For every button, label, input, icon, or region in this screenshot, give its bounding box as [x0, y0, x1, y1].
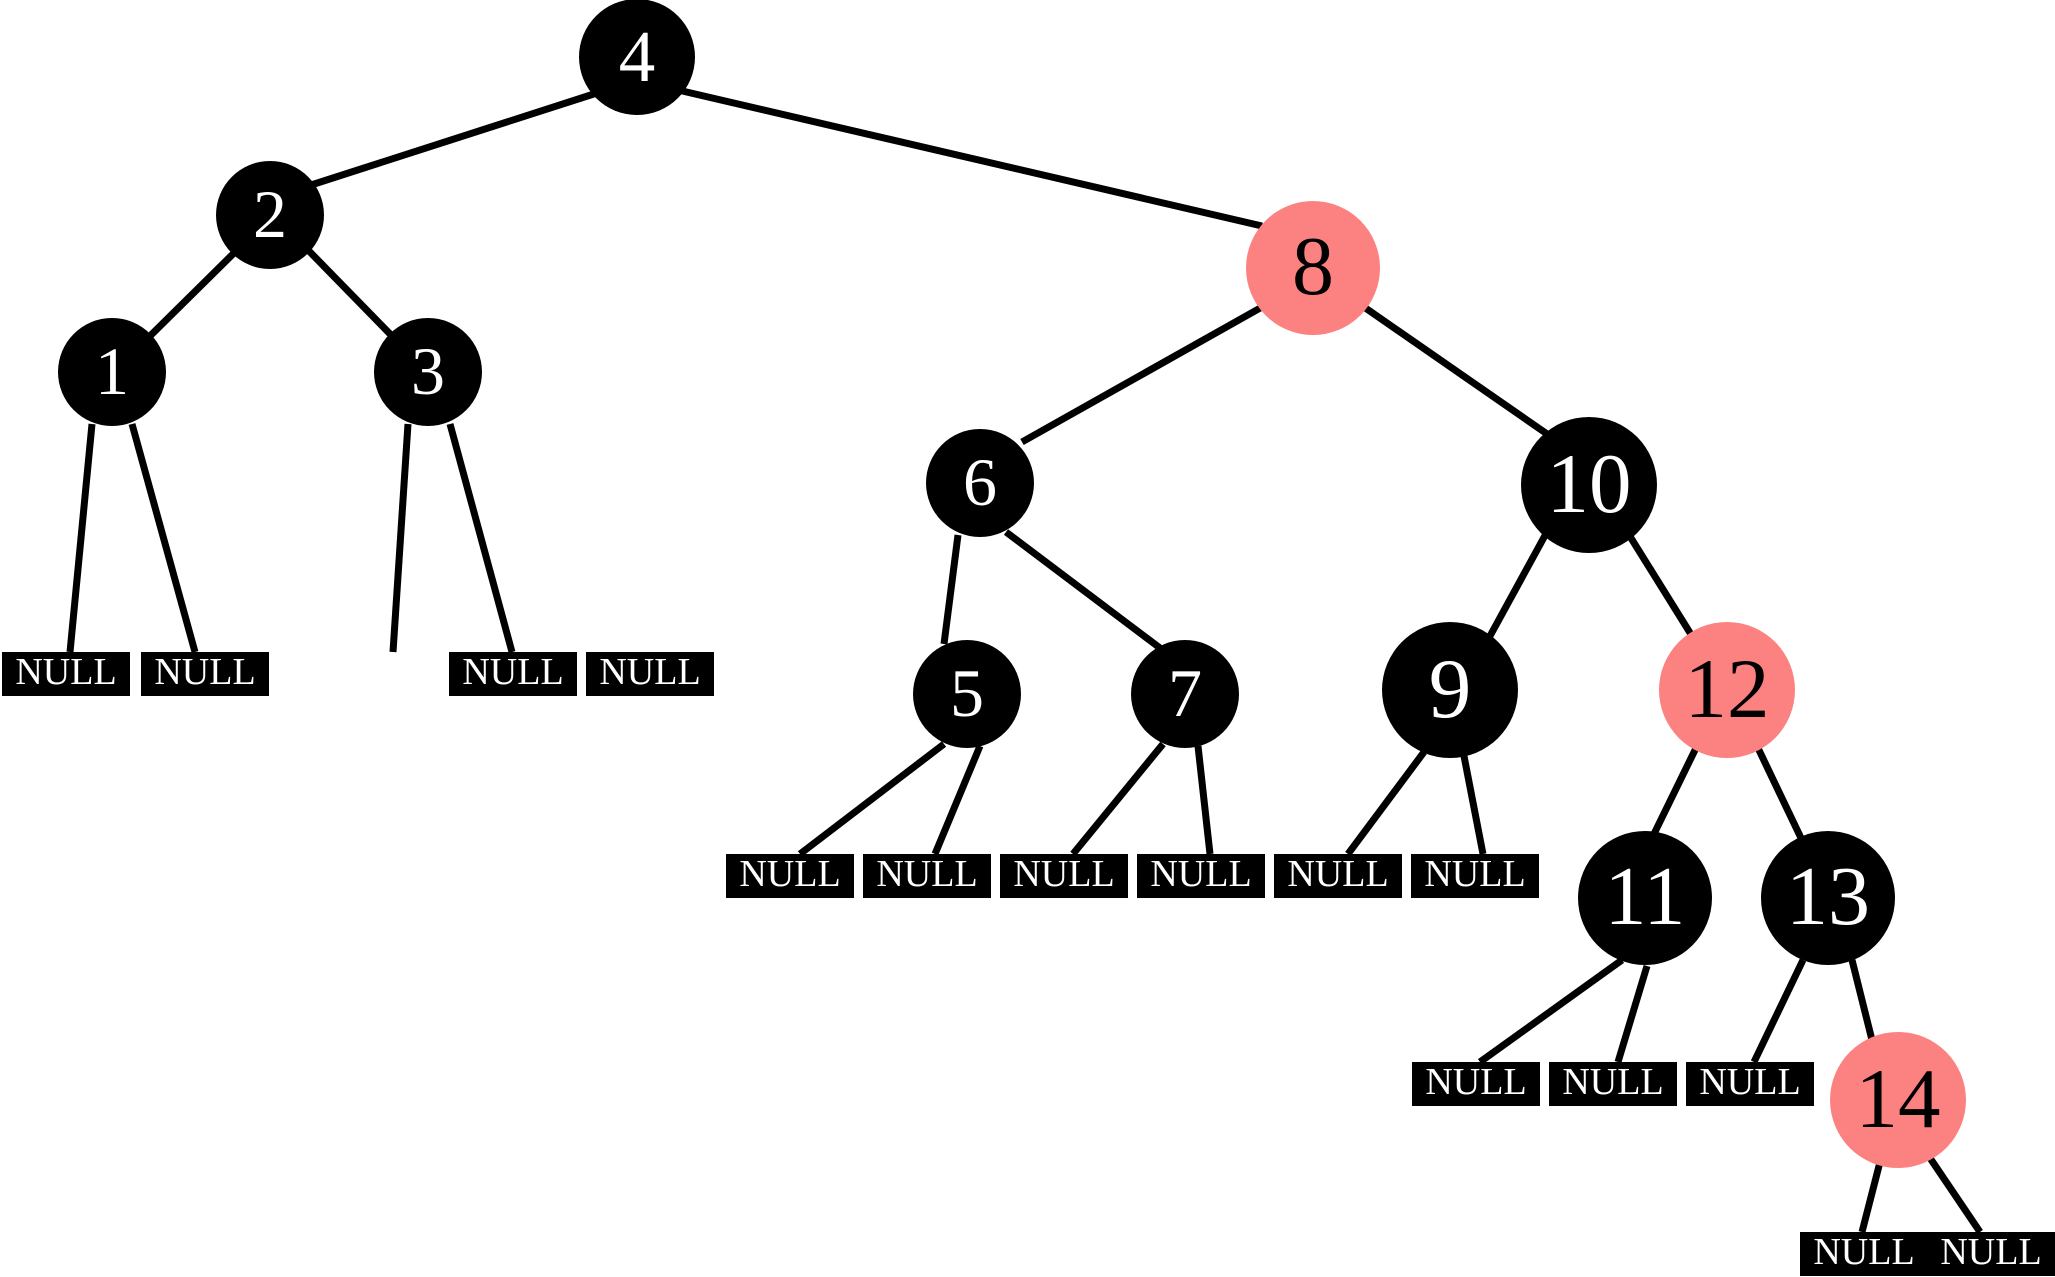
tree-node-label: 12 — [1684, 641, 1770, 736]
null-leaf-null-5R: NULL — [863, 854, 991, 898]
tree-node-1[interactable]: 1 — [58, 318, 166, 426]
tree-node-label: 10 — [1546, 436, 1632, 531]
tree-edge — [1477, 957, 1625, 1065]
tree-node-4[interactable]: 4 — [579, 0, 695, 115]
tree-edge — [1362, 304, 1552, 439]
null-leaf-null-14R: NULL — [1927, 1232, 2055, 1276]
tree-edge — [1754, 746, 1805, 840]
tree-node-label: 8 — [1292, 220, 1334, 313]
tree-node-label: 5 — [950, 655, 984, 731]
tree-node-label: 11 — [1604, 850, 1686, 943]
tree-edge — [1070, 741, 1166, 857]
tree-edge — [66, 423, 96, 653]
tree-edge — [1927, 1156, 1983, 1234]
tree-edge — [1750, 958, 1807, 1064]
null-leaf-label: NULL — [876, 853, 978, 895]
tree-node-7[interactable]: 7 — [1131, 640, 1239, 748]
tree-node-14[interactable]: 14 — [1830, 1032, 1966, 1168]
null-leaf-null-9R: NULL — [1411, 854, 1539, 898]
tree-node-11[interactable]: 11 — [1578, 831, 1712, 965]
null-leaf-label: NULL — [1562, 1061, 1664, 1103]
tree-node-8[interactable]: 8 — [1246, 201, 1380, 335]
tree-edge — [1460, 755, 1487, 855]
tree-edge — [677, 86, 1263, 230]
tree-edge — [1020, 303, 1264, 446]
tree-edge — [931, 744, 984, 856]
null-leaf-null-3L: NULL — [449, 652, 577, 696]
null-leaf-label: NULL — [154, 651, 256, 693]
tree-edge — [1003, 529, 1163, 651]
tree-node-label: 1 — [95, 333, 129, 409]
null-leaf-label: NULL — [1287, 853, 1389, 895]
tree-edge — [1614, 964, 1651, 1064]
tree-edge — [1858, 1161, 1884, 1233]
null-leaf-null-9L: NULL — [1274, 854, 1402, 898]
tree-node-2[interactable]: 2 — [216, 161, 324, 269]
null-leaf-label: NULL — [15, 651, 117, 693]
null-leaf-null-11R: NULL — [1549, 1062, 1677, 1106]
tree-edge — [1345, 749, 1427, 857]
null-leaf-label: NULL — [599, 651, 701, 693]
tree-edge — [147, 250, 237, 339]
tree-edge — [1848, 959, 1876, 1041]
tree-node-12[interactable]: 12 — [1659, 622, 1795, 758]
tree-edge — [446, 423, 516, 653]
tree-node-10[interactable]: 10 — [1521, 417, 1657, 553]
tree-node-label: 9 — [1428, 641, 1472, 736]
null-leaf-label: NULL — [1813, 1231, 1915, 1273]
tree-node-13[interactable]: 13 — [1761, 831, 1895, 965]
null-leaf-null-11L: NULL — [1412, 1062, 1540, 1106]
tree-node-label: 3 — [411, 333, 445, 409]
tree-edge — [1194, 745, 1214, 855]
tree-edge — [1623, 528, 1695, 638]
null-leaf-null-7R: NULL — [1137, 854, 1265, 898]
null-leaf-label: NULL — [1013, 853, 1115, 895]
null-leaf-label: NULL — [1424, 853, 1526, 895]
tree-edge — [940, 534, 962, 645]
tree-node-label: 14 — [1855, 1051, 1941, 1146]
tree-node-5[interactable]: 5 — [913, 640, 1021, 748]
null-leaf-null-7L: NULL — [1000, 854, 1128, 898]
tree-edge — [797, 741, 947, 857]
null-leaf-label: NULL — [1699, 1061, 1801, 1103]
null-leaf-label: NULL — [1940, 1231, 2042, 1273]
null-leaf-null-1R: NULL — [141, 652, 269, 696]
null-leaf-label: NULL — [462, 651, 564, 693]
tree-edge — [1648, 746, 1700, 840]
tree-edge — [389, 423, 412, 653]
null-leaf-label: NULL — [1150, 853, 1252, 895]
null-leaf-null-13L: NULL — [1686, 1062, 1814, 1106]
tree-node-label: 2 — [253, 176, 287, 252]
tree-edge — [306, 88, 602, 190]
tree-node-9[interactable]: 9 — [1382, 622, 1518, 758]
null-leaf-null-5L: NULL — [726, 854, 854, 898]
null-leaf-label: NULL — [1425, 1061, 1527, 1103]
tree-edge — [128, 423, 199, 653]
null-leaf-null-3R: NULL — [586, 652, 714, 696]
tree-edge — [1486, 528, 1552, 638]
tree-node-label: 4 — [618, 15, 656, 97]
tree-node-label: 6 — [963, 444, 997, 520]
null-leaf-null-1L: NULL — [2, 652, 130, 696]
null-leaf-label: NULL — [739, 853, 841, 895]
tree-edge — [305, 247, 395, 339]
tree-node-label: 13 — [1786, 850, 1870, 943]
null-leaf-null-14L: NULL — [1800, 1232, 1928, 1276]
tree-node-label: 7 — [1168, 655, 1202, 731]
tree-node-3[interactable]: 3 — [374, 318, 482, 426]
tree-node-6[interactable]: 6 — [926, 429, 1034, 537]
